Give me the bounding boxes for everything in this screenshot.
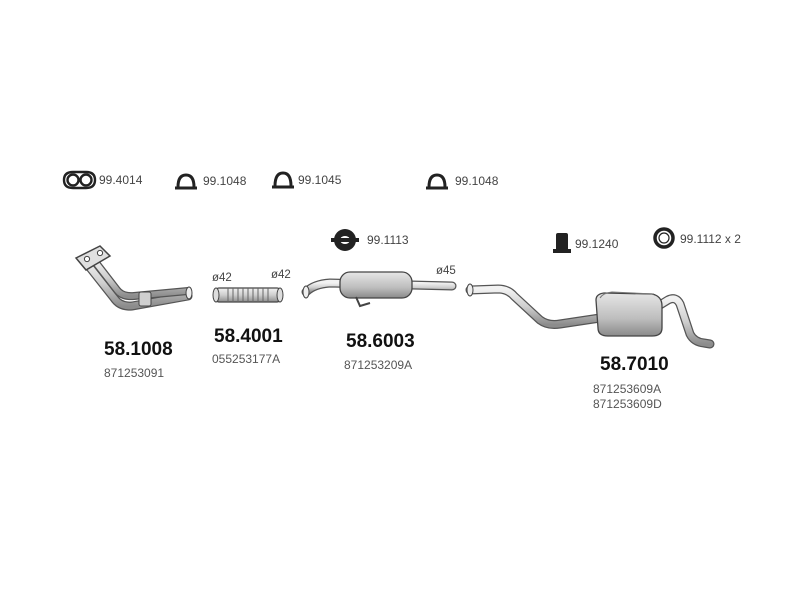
ring-icon [653, 227, 675, 249]
hanger-icon [272, 171, 294, 189]
diameter-label: ø42 [212, 272, 232, 284]
accessory-code: 99.1240 [575, 237, 619, 251]
hanger-icon [426, 173, 448, 190]
hanger-icon [175, 173, 197, 190]
flex-pipe-drawing [212, 287, 284, 303]
diameter-label: ø45 [436, 265, 456, 277]
accessory-code: 99.1045 [298, 173, 342, 187]
rubber-mount-icon [331, 229, 359, 251]
part-number: 58.1008 [104, 339, 173, 360]
oem-number: 871253609D [593, 397, 662, 411]
diameter-label: ø42 [271, 269, 291, 281]
accessory-code: 99.4014 [99, 173, 143, 187]
part-number: 58.4001 [214, 326, 283, 347]
gasket-icon [62, 170, 97, 190]
oem-number: 055253177A [212, 352, 281, 366]
part-number: 58.6003 [346, 331, 415, 352]
rear-silencer-drawing [465, 283, 715, 349]
front-pipe-drawing [74, 245, 193, 311]
middle-silencer-drawing [301, 271, 457, 308]
accessory-code: 99.1112 x 2 [680, 232, 741, 246]
oem-number: 871253209A [344, 358, 413, 372]
bracket-icon [553, 233, 571, 253]
accessory-code: 99.1048 [455, 174, 499, 188]
oem-number: 871253091 [104, 366, 165, 380]
accessory-code: 99.1048 [203, 174, 247, 188]
accessory-code: 99.1113 [367, 233, 409, 247]
oem-number: 871253609A [593, 382, 662, 396]
part-number: 58.7010 [600, 354, 669, 375]
